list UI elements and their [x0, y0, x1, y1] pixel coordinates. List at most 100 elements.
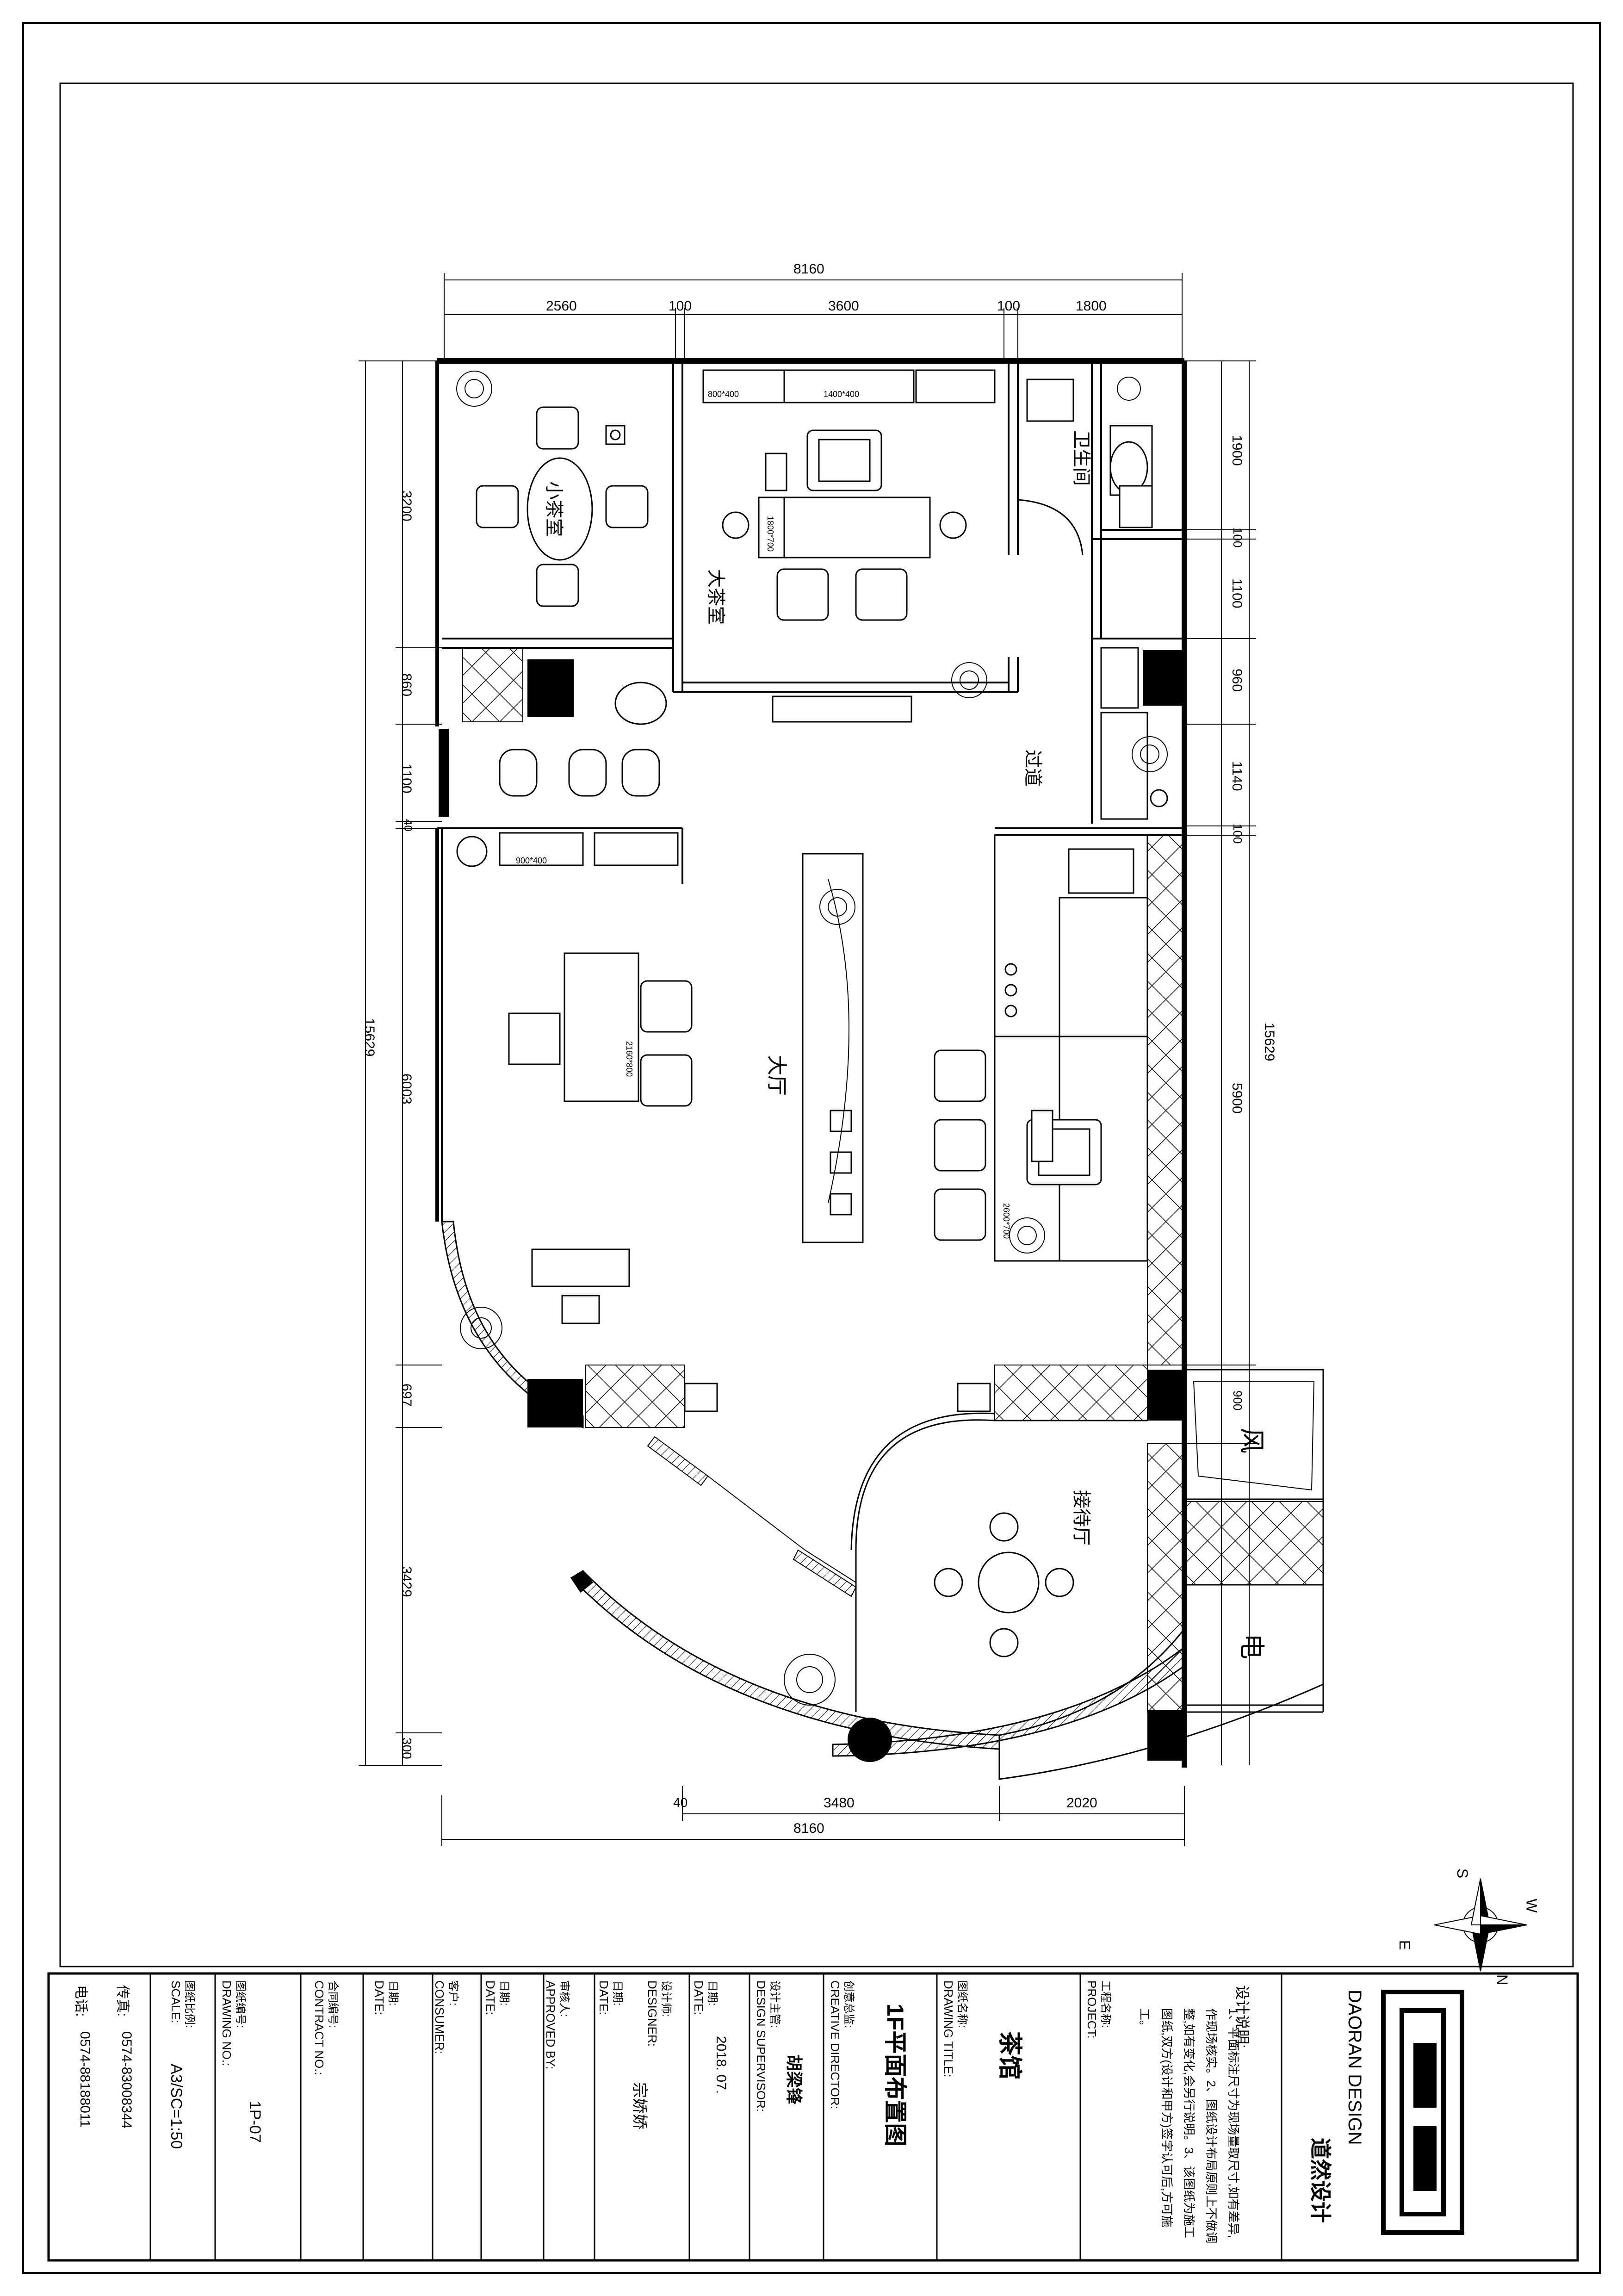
drawing-title-label-cn: 图纸名称: [956, 1980, 968, 2028]
compass-e: E [1396, 1940, 1413, 1950]
room-electric: 电 [1237, 1633, 1266, 1659]
contract-date-label-cn: 日期: [387, 1980, 399, 2006]
drawing-no-value: 1P-07 [246, 2101, 264, 2143]
plants [456, 371, 1168, 1706]
phone-label: 电话: [73, 1985, 88, 2017]
design-notes-body: 1、平面标注尺寸为现场量取尺寸,如有差异,作现场核实。2、图纸设计布局原则上不做… [1138, 2008, 1240, 2244]
dim-left-seg-8: 300 [400, 1738, 414, 1759]
dim-top-seg-4: 100 [997, 298, 1021, 314]
sheet-outer-border [22, 22, 1601, 2274]
consumer-label: CONSUMER: [433, 1980, 446, 2054]
project-label-cn: 工程名称: [1099, 1980, 1112, 2028]
drawing-no-label-cn: 图纸编号: [234, 1980, 247, 2028]
dim-left-seg-6: 697 [399, 1384, 414, 1407]
daoran-logo [1381, 1990, 1464, 2235]
dim-bottom-total: 8160 [793, 1821, 824, 1836]
room-toilet: 卫生间 [1071, 430, 1091, 486]
room-large-tea: 大茶室 [706, 569, 726, 625]
dim-bottom-seg-2: 3480 [824, 1795, 855, 1811]
fax-value: 0574-83008344 [119, 2031, 134, 2129]
company-name-en: DAORAN DESIGN [1344, 1990, 1365, 2145]
dim-left-seg-7: 3429 [399, 1566, 414, 1597]
dim-bottom-seg-1: 40 [673, 1795, 688, 1810]
scale-label-cn: 图纸比例: [183, 1980, 196, 2028]
annex-rooms [1183, 1369, 1324, 1713]
dim-right-seg-5: 1140 [1229, 761, 1245, 791]
label-counter-2600: 2600*700 [1002, 1203, 1011, 1239]
title-block-frame [47, 1972, 1579, 2262]
scale-label: SCALE: [169, 1980, 183, 2023]
design-supervisor-label-cn: 设计主管: [768, 1980, 781, 2028]
designer-value: 宗娇娇 [631, 2082, 648, 2129]
dim-left-seg-2: 860 [399, 673, 414, 697]
dim-top-total: 8160 [793, 261, 824, 277]
dim-right-seg-7: 5900 [1229, 1083, 1245, 1114]
consumer-date-label-cn: 日期: [498, 1980, 510, 2006]
date-value: 2018. 07. [713, 2036, 729, 2094]
fax-label: 传真: [115, 1985, 130, 2017]
design-supervisor-label: DESIGN SUPERVISOR: [754, 1980, 768, 2112]
sheet-inner-border [59, 82, 1574, 1967]
consumer-date-label: DATE: [483, 1980, 497, 2015]
drawing-title-label: DRAWING TITLE: [942, 1980, 955, 2078]
label-cab-800: 800*400 [708, 390, 739, 399]
room-wind: 风 [1237, 1427, 1266, 1453]
dim-right-seg-8: 900 [1231, 1390, 1245, 1411]
north-compass [1434, 1878, 1527, 1972]
reception-furniture [684, 1383, 1074, 1657]
toilet-fixtures [1017, 379, 1153, 556]
room-hall: 大厅 [765, 1055, 788, 1096]
creative-director-value: 胡梁锋 [785, 2054, 804, 2105]
contract-label: CONTRACT NO.: [312, 1980, 326, 2075]
large-tea-furniture [702, 369, 996, 723]
curved-walls [441, 1221, 1324, 1780]
project-name-value: 茶馆 [996, 2031, 1023, 2080]
date-label-cn: 日期: [706, 1980, 719, 2006]
creative-director-label: CREATIVE DIRECTOR: [828, 1980, 842, 2109]
drawing-title-value: 1F平面布置图 [882, 2004, 908, 2147]
project-label: PROJECT: [1085, 1980, 1099, 2039]
angled-door [647, 1436, 857, 1597]
dim-top-seg-5: 1800 [1076, 298, 1107, 314]
designer-label-cn: 设计师: [660, 1980, 672, 2017]
hall-furniture [456, 749, 986, 1324]
room-small-tea: 小茶室 [544, 481, 564, 537]
label-cab-900: 900*400 [516, 856, 547, 865]
dim-right-seg-2: 100 [1231, 527, 1245, 548]
creative-director-label-cn: 创意总监: [842, 1980, 855, 2028]
dim-right-total: 15629 [1262, 1023, 1277, 1061]
dim-left-seg-3: 1100 [399, 763, 414, 794]
dim-left-seg-5: 6003 [399, 1074, 414, 1105]
compass-n: N [1494, 1974, 1511, 1986]
room-reception: 接待厅 [1071, 1490, 1091, 1545]
dim-left-seg-1: 3200 [399, 490, 414, 521]
label-table-2160: 2160*800 [625, 1041, 634, 1077]
phone-value: 0574-88188011 [77, 2031, 93, 2128]
dim-top-seg-2: 100 [669, 298, 692, 314]
small-tea-furniture [476, 406, 667, 725]
drawing-no-label: DRAWING NO.: [220, 1980, 234, 2066]
label-cab-1400: 1400*400 [824, 390, 860, 399]
contract-label-cn: 合同编号: [327, 1980, 339, 2028]
room-corridor: 过道 [1022, 750, 1043, 787]
consumer-label-cn: 客户: [447, 1980, 459, 2006]
dim-left-seg-4: 40 [402, 819, 414, 832]
dim-right-seg-4: 960 [1229, 669, 1245, 692]
approved-date-label-cn: 日期: [611, 1980, 624, 2006]
corridor-fixtures [1100, 647, 1168, 820]
approved-label: APPROVED BY: [544, 1980, 558, 2070]
hatched-boxes [462, 647, 1324, 1713]
compass-w: W [1523, 1899, 1540, 1913]
compass-s: S [1454, 1868, 1471, 1879]
date-label: DATE: [692, 1980, 706, 2015]
dim-top-seg-3: 3600 [828, 298, 859, 314]
contract-date-label: DATE: [372, 1980, 386, 2015]
dim-top-seg-1: 2560 [546, 298, 577, 314]
approved-date-label: DATE: [597, 1980, 611, 2015]
dim-left-total: 15629 [362, 1018, 377, 1057]
dim-right-seg-3: 1100 [1229, 578, 1245, 608]
scale-value: A3/SC=1:50 [167, 2064, 185, 2149]
designer-label: DESIGNER: [645, 1980, 659, 2047]
dim-right-seg-6: 100 [1231, 824, 1245, 844]
